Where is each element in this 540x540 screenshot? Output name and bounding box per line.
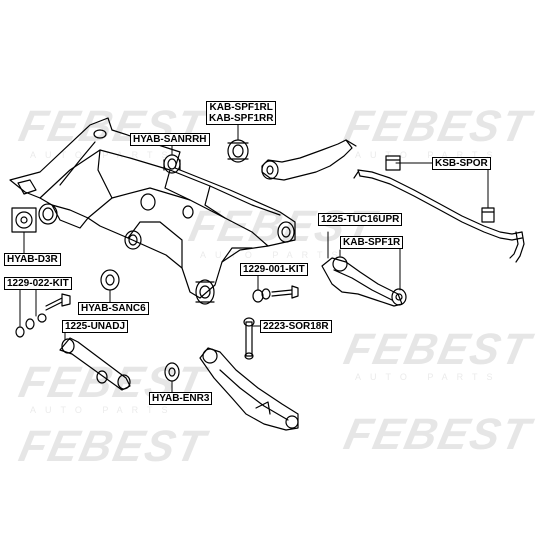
bolt-kit-1229-001	[252, 285, 299, 303]
bolt-kit-1229-022	[15, 293, 71, 338]
label-hyab-sanrrh: HYAB-SANRRH	[130, 133, 210, 146]
label-1225-unadj: 1225-UNADJ	[62, 320, 129, 333]
bushing-hyab-d3r	[11, 207, 37, 233]
label-1229-001-kit: 1229-001-KIT	[240, 263, 308, 276]
label-hyab-sanc6: HYAB-SANC6	[78, 302, 149, 315]
bushing-hyab-sanc6	[100, 269, 120, 291]
label-text-kab-spf1rr: KAB-SPF1RR	[209, 113, 274, 124]
bushing-ksb-spor	[385, 155, 495, 223]
lower-control-arm	[199, 347, 299, 431]
watermark-tagline: AUTO PARTS	[200, 250, 347, 260]
lower-link-arm	[59, 337, 131, 391]
label-hyab-d3r: HYAB-D3R	[4, 253, 61, 266]
stabilizer-link	[243, 317, 255, 360]
label-ksb-spor: KSB-SPOR	[432, 157, 491, 170]
watermark-tagline: AUTO PARTS	[355, 372, 502, 382]
bushing-kab-spf1rl	[227, 139, 249, 163]
watermark-tagline: AUTO PARTS	[30, 150, 177, 160]
upper-trailing-arm	[261, 139, 357, 181]
label-text-kab-spf1rl: KAB-SPF1RL	[209, 102, 273, 113]
label-1229-022-kit: 1229-022-KIT	[4, 277, 72, 290]
label-kab-spf1r: KAB-SPF1R	[340, 236, 404, 249]
watermark-tagline: AUTO PARTS	[355, 150, 502, 160]
label-1225-tuc16upr: 1225-TUC16UPR	[318, 213, 403, 226]
watermark-tagline: AUTO PARTS	[30, 405, 177, 415]
leader-lines	[19, 122, 489, 393]
label-2223-sor18r: 2223-SOR18R	[260, 320, 332, 333]
rear-subframe	[9, 117, 296, 305]
label-kab-spf1rl: KAB-SPF1RL KAB-SPF1RR	[206, 101, 277, 125]
label-hyab-enr3: HYAB-ENR3	[149, 392, 213, 405]
upper-control-arm	[321, 256, 407, 307]
stabilizer-bar	[353, 169, 525, 263]
bushing-hyab-enr3	[164, 362, 180, 382]
